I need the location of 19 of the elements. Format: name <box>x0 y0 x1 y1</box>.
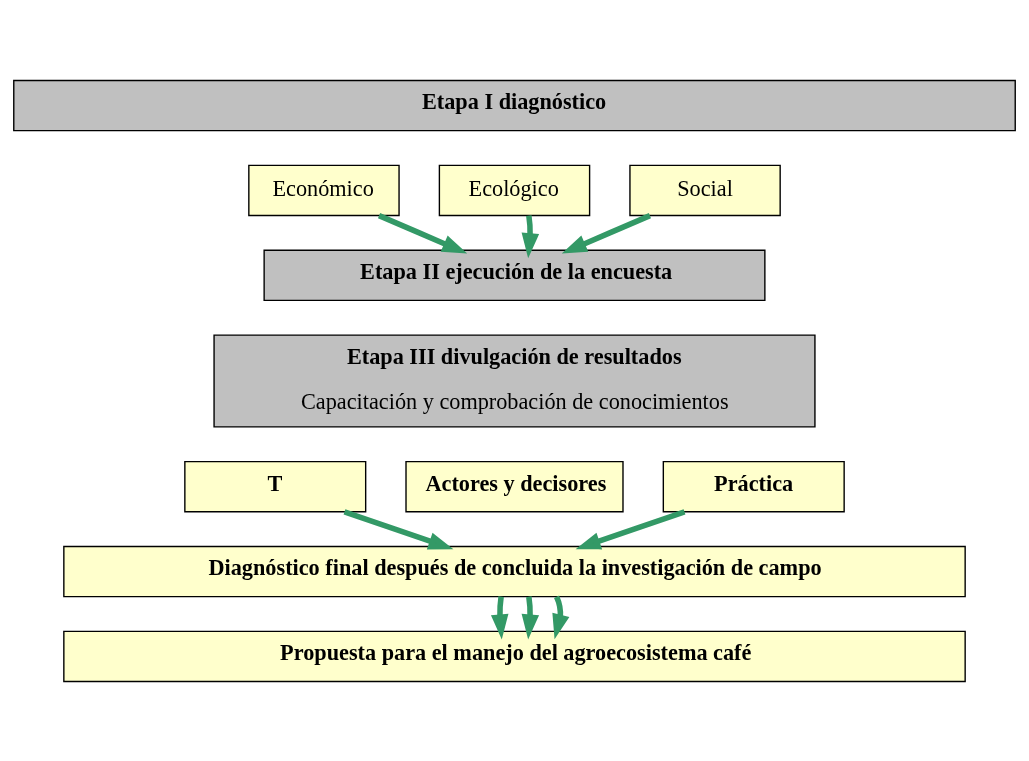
arrow <box>377 212 468 254</box>
node-box: T <box>184 460 367 512</box>
node-box: Práctica <box>662 460 845 512</box>
node-box: Diagnóstico final después de concluida la investigación de campo <box>63 545 966 597</box>
arrow <box>552 595 570 639</box>
arrow <box>575 508 686 549</box>
node-box: Etapa III divulgación de resultados Capacitación y comprobación de conocimientos <box>213 333 816 428</box>
arrow <box>343 508 454 549</box>
node-box: Económico <box>248 164 400 216</box>
arrow <box>561 212 652 254</box>
node-box: Actores y decisores <box>405 460 624 512</box>
node-box: Social <box>629 164 781 216</box>
arrow <box>521 595 540 639</box>
arrow <box>490 595 509 639</box>
arrow <box>521 214 540 258</box>
node-box: Propuesta para el manejo del agroecosistema café <box>63 630 966 682</box>
node-box: Ecológico <box>438 164 591 216</box>
node-box: Etapa II ejecución de la encuesta <box>263 249 766 301</box>
node-box: Etapa I diagnóstico <box>13 79 1016 131</box>
